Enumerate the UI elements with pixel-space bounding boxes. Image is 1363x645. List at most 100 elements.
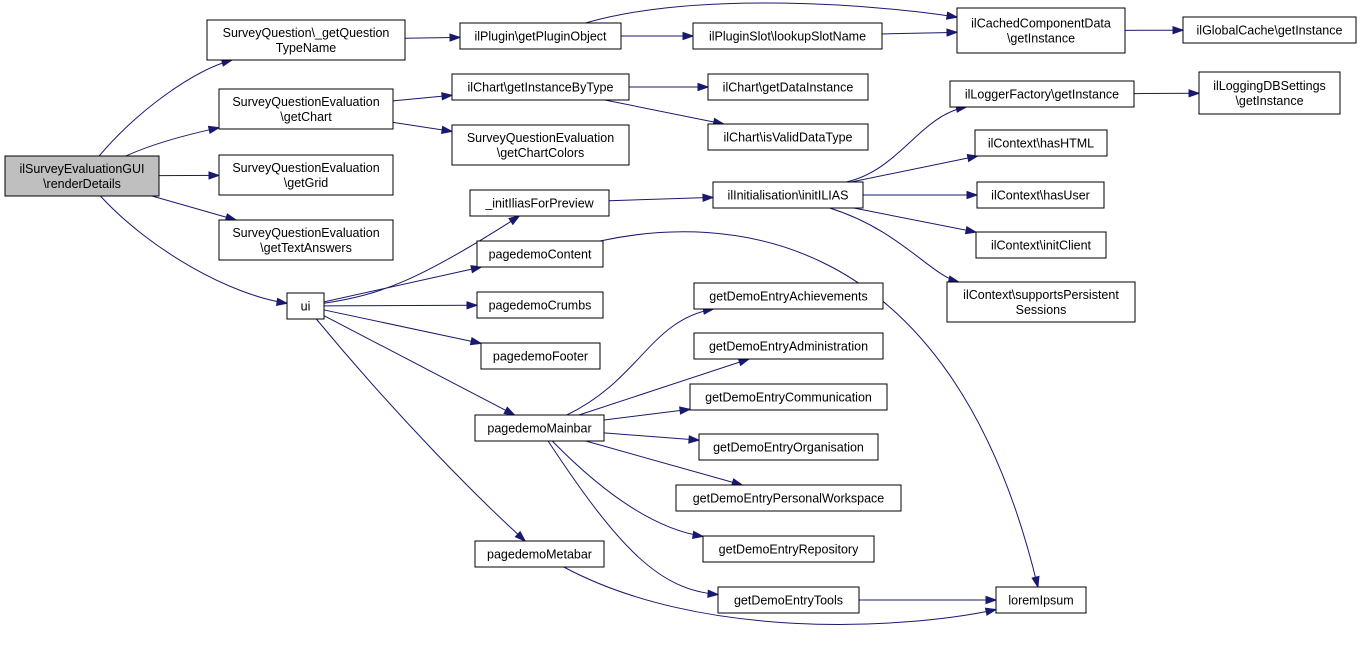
node-context_initclient[interactable]: ilContext\initClient [975,231,1107,259]
edge-arrowhead [276,297,289,306]
node-loremipsum[interactable]: loremIpsum [995,586,1087,614]
node-sqe_getchart[interactable]: SurveyQuestionEvaluation\getChart [218,88,394,130]
edge-pagedemometabar-to-loremipsum [563,566,998,625]
node-label: ilLoggingDBSettings [1213,79,1326,93]
edge-arrowhead [945,11,959,20]
node-label: \renderDetails [43,177,121,191]
node-sqe_gettextanswers[interactable]: SurveyQuestionEvaluation\getTextAnswers [218,219,394,261]
node-initiliasforpreview[interactable]: _initIliasForPreview [469,189,610,217]
edge-ui-to-initiliasforpreview [323,215,521,304]
edge-arrowhead [508,215,521,226]
node-sqe_getgrid[interactable]: SurveyQuestionEvaluation\getGrid [218,154,394,196]
node-chart_isvaliddatatype[interactable]: ilChart\isValidDataType [707,123,869,151]
node-label: SurveyQuestionEvaluation [467,131,614,145]
node-sqe_getchartcolors[interactable]: SurveyQuestionEvaluation\getChartColors [451,124,630,166]
edge-line [603,432,700,441]
edge-pagedemocontent-to-loremipsum [599,231,1040,589]
node-box [476,240,604,268]
node-label: Sessions [1016,303,1067,317]
node-label: ilPluginSlot\lookupSlotName [709,30,866,44]
node-box [995,586,1087,614]
edge-initialisation_initilias-to-context_supportspersistentsessions [829,207,961,284]
node-getdemo_personalworkspace[interactable]: getDemoEntryPersonalWorkspace [675,484,902,512]
node-root[interactable]: ilSurveyEvaluationGUI\renderDetails [4,155,160,197]
edge-pluginslot_lookupslotname-to-cachedcomponentdata_getinstance [881,28,959,37]
edge-initialisation_initilias-to-context_hashtml [851,153,980,183]
node-box [206,19,406,61]
node-label: pagedemoMainbar [487,422,591,436]
node-initialisation_initilias[interactable]: ilInitialisation\initILIAS [712,181,864,209]
node-pagedemofooter[interactable]: pagedemoFooter [480,342,601,370]
node-label: getDemoEntryTools [734,594,843,608]
node-label: getDemoEntryCommunication [705,391,872,405]
node-box [946,281,1136,323]
node-box [451,73,630,101]
edge-arrowhead [514,530,527,543]
node-label: ilCachedComponentData [971,17,1111,31]
node-pagedemocontent[interactable]: pagedemoContent [476,240,604,268]
edge-arrowhead [697,82,710,92]
node-box [949,80,1135,108]
node-pagedemomainbar[interactable]: pagedemoMainbar [474,414,605,442]
node-box [218,154,394,196]
edge-pagedemomainbar-to-getdemo_communication [603,406,692,421]
edge-line [323,304,478,307]
node-getdemo_administration[interactable]: getDemoEntryAdministration [693,332,884,360]
node-getdemo_tools[interactable]: getDemoEntryTools [717,586,860,614]
node-box [974,129,1108,157]
node-box [1182,16,1357,44]
node-label: \getTextAnswers [260,241,352,255]
edge-line [323,315,515,416]
edge-initiliasforpreview-to-initialisation_initilias [608,193,715,202]
edge-line [151,195,237,221]
node-label: \getInstance [1235,94,1303,108]
node-label: ilLoggerFactory\getInstance [965,88,1119,102]
node-box [474,540,605,568]
node-globalcache_getinstance[interactable]: ilGlobalCache\getInstance [1182,16,1357,44]
edge-line [125,127,220,157]
node-plugin_getpluginobject[interactable]: ilPlugin\getPluginObject [459,22,622,50]
node-chart_getdatainstance[interactable]: ilChart\getDataInstance [707,73,869,101]
node-pagedemometabar[interactable]: pagedemoMetabar [474,540,605,568]
node-box [707,123,869,151]
edge-ui-to-pagedemometabar [315,318,527,543]
node-box [286,292,325,320]
node-chart_getinstancebytype[interactable]: ilChart\getInstanceByType [451,73,630,101]
edge-sqe_getchart-to-chart_getinstancebytype [392,92,454,102]
node-context_hashtml[interactable]: ilContext\hasHTML [974,129,1108,157]
node-box [459,22,622,50]
node-pagedemocrumbs[interactable]: pagedemoCrumbs [476,291,604,319]
node-getdemo_organisation[interactable]: getDemoEntryOrganisation [698,433,879,461]
edge-arrowhead [682,31,695,41]
node-label: \getChartColors [497,146,585,160]
node-box [693,332,884,360]
edge-plugin_getpluginobject-to-pluginslot_lookupslotname [621,31,695,41]
node-getdemo_repository[interactable]: getDemoEntryRepository [702,535,875,563]
node-getdemo_communication[interactable]: getDemoEntryCommunication [689,383,888,411]
edge-loggerfactory_getinstance-to-loggingdbsettings_getinstance [1133,89,1201,98]
node-ui[interactable]: ui [286,292,325,320]
node-label: ilGlobalCache\getInstance [1197,24,1343,38]
edge-line [846,106,967,183]
node-box [712,181,864,209]
node-context_hasuser[interactable]: ilContext\hasUser [976,181,1105,209]
edge-arrowhead [207,125,221,135]
node-box [976,181,1105,209]
edge-line [851,155,978,183]
edge-line [585,440,743,486]
node-box [975,231,1107,259]
node-cachedcomponentdata_getinstance[interactable]: ilCachedComponentData\getInstance [956,7,1126,54]
node-loggerfactory_getinstance[interactable]: ilLoggerFactory\getInstance [949,80,1135,108]
node-loggingdbsettings_getinstance[interactable]: ilLoggingDBSettings\getInstance [1198,71,1341,115]
nodes-layer: ilSurveyEvaluationGUI\renderDetailsSurve… [4,7,1357,614]
edges-layer [98,2,1201,625]
node-box [451,124,630,166]
node-getdemo_achievements[interactable]: getDemoEntryAchievements [693,282,884,310]
edge-cachedcomponentdata_getinstance-to-globalcache_getinstance [1124,26,1185,35]
edge-plugin_getpluginobject-to-cachedcomponentdata_getinstance [585,2,959,24]
node-pluginslot_lookupslotname[interactable]: ilPluginSlot\lookupSlotName [692,22,883,50]
edge-line [100,195,288,304]
edge-line [547,440,719,596]
